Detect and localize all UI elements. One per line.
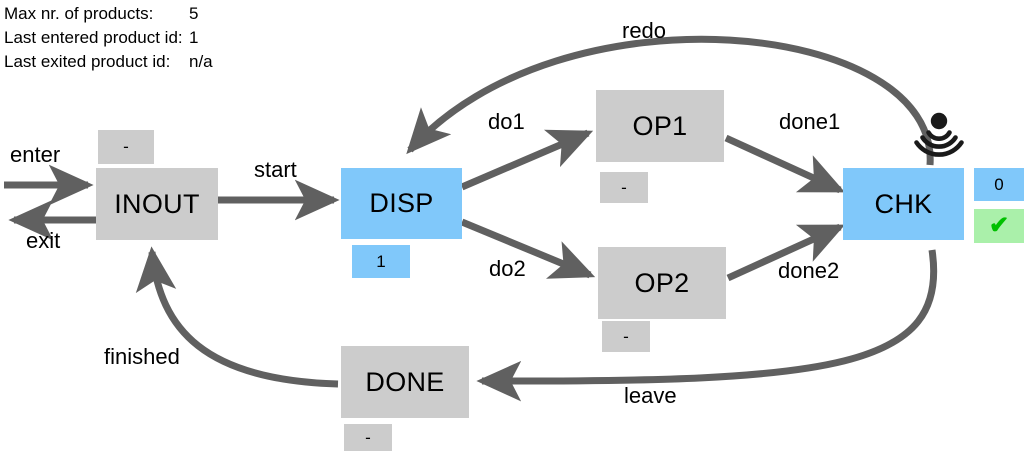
- node-op2[interactable]: OP2: [598, 247, 726, 319]
- edge-label-do2: do2: [489, 256, 526, 281]
- node-chk[interactable]: CHK: [843, 168, 964, 240]
- edge-leave: [476, 249, 938, 402]
- edge-do1: [460, 129, 594, 191]
- edge-do2: [460, 218, 596, 279]
- badge-inout-value: -: [123, 137, 129, 156]
- node-disp[interactable]: DISP: [341, 168, 462, 239]
- edge-label-leave: leave: [624, 383, 677, 408]
- status-label-last-entered: Last entered product id:: [4, 28, 183, 47]
- badge-done-product: -: [344, 424, 392, 451]
- badge-op1-product: -: [600, 172, 648, 203]
- edge-done1: [724, 134, 846, 194]
- check-icon: ✔: [988, 212, 1010, 239]
- edge-label-exit: exit: [26, 228, 61, 253]
- badge-inout-product: -: [98, 130, 154, 164]
- edge-label-done2: done2: [778, 258, 840, 283]
- node-done-label: DONE: [365, 366, 445, 397]
- signal-sensor-icon: [914, 112, 964, 157]
- badge-op2-value: -: [623, 326, 629, 346]
- edge-label-enter: enter: [10, 142, 61, 167]
- status-panel: Max nr. of products: 5 Last entered prod…: [4, 2, 334, 74]
- badge-disp-value: 1: [376, 251, 386, 271]
- edge-label-finished: finished: [104, 344, 180, 369]
- node-chk-label: CHK: [874, 188, 933, 219]
- badge-op1-value: -: [621, 177, 627, 197]
- status-row: Max nr. of products: 5: [4, 2, 334, 26]
- node-disp-label: DISP: [369, 188, 434, 218]
- edge-label-do1: do1: [488, 109, 525, 134]
- status-value-max-products: 5: [189, 4, 199, 23]
- node-inout[interactable]: INOUT: [96, 168, 218, 240]
- badge-disp-product: 1: [352, 245, 410, 278]
- badge-chk-count-value: 0: [994, 174, 1004, 194]
- edge-label-redo: redo: [622, 18, 667, 43]
- status-value-last-entered: 1: [189, 28, 199, 47]
- node-op2-label: OP2: [634, 267, 690, 298]
- badge-op2-product: -: [602, 321, 650, 352]
- node-op1[interactable]: OP1: [596, 90, 724, 162]
- badge-chk-ok: ✔: [974, 209, 1024, 243]
- node-op1-label: OP1: [632, 110, 688, 141]
- edge-redo: [406, 35, 934, 166]
- edge-done2: [726, 223, 846, 282]
- node-inout-label: INOUT: [114, 188, 200, 219]
- status-label-max-products: Max nr. of products:: [4, 4, 154, 23]
- edge-finished: [135, 246, 339, 388]
- edge-label-start: start: [254, 157, 297, 182]
- edge-label-done1: done1: [779, 109, 841, 134]
- status-value-last-exited: n/a: [189, 52, 213, 71]
- status-row: Last entered product id: 1: [4, 26, 334, 50]
- status-row: Last exited product id: n/a: [4, 50, 334, 74]
- badge-chk-count: 0: [974, 168, 1024, 201]
- badge-done-value: -: [365, 427, 371, 447]
- node-done[interactable]: DONE: [341, 346, 469, 418]
- status-label-last-exited: Last exited product id:: [4, 52, 171, 71]
